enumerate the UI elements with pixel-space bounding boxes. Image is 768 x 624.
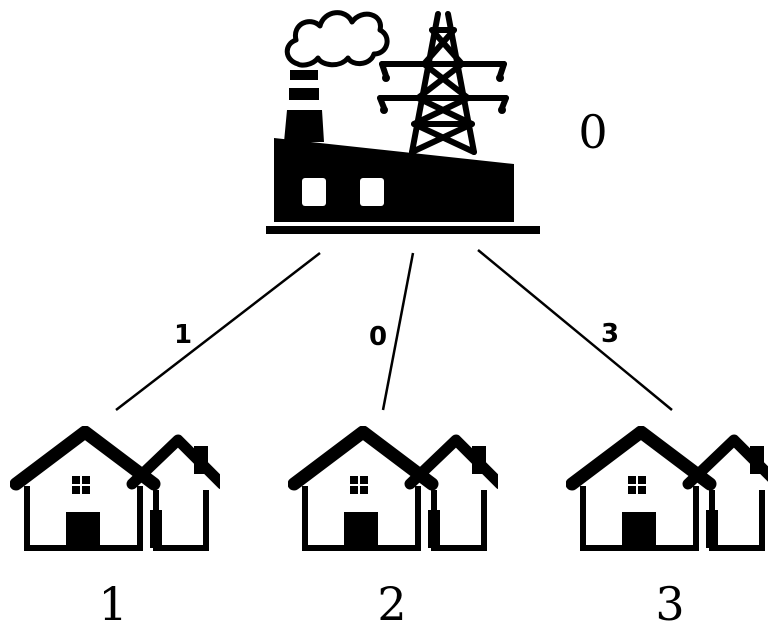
smoke-cloud xyxy=(284,10,390,68)
chimney xyxy=(284,70,324,142)
house-icon xyxy=(294,432,500,550)
edge-weight-label: 3 xyxy=(601,319,619,349)
insulator xyxy=(380,106,388,114)
node-label-0: 0 xyxy=(578,105,607,159)
factory-window xyxy=(302,178,326,206)
insulator xyxy=(382,74,390,82)
factory-window xyxy=(360,178,384,206)
insulator xyxy=(496,74,504,82)
transmission-tower xyxy=(377,11,509,155)
insulator xyxy=(498,106,506,114)
house-icon xyxy=(16,432,222,550)
edge-weight-label: 0 xyxy=(369,322,387,352)
ground-line xyxy=(266,226,540,234)
edge-0-1 xyxy=(115,252,321,411)
factory-body xyxy=(274,138,514,222)
edge-0-2 xyxy=(381,252,415,411)
house-icon xyxy=(572,432,768,550)
edge-0-3 xyxy=(477,249,673,411)
node-label-3: 3 xyxy=(655,577,684,624)
node-label-1: 1 xyxy=(98,577,127,624)
edge-weight-label: 1 xyxy=(174,320,192,350)
power-plant-icon xyxy=(266,10,540,234)
node-label-2: 2 xyxy=(377,577,406,624)
